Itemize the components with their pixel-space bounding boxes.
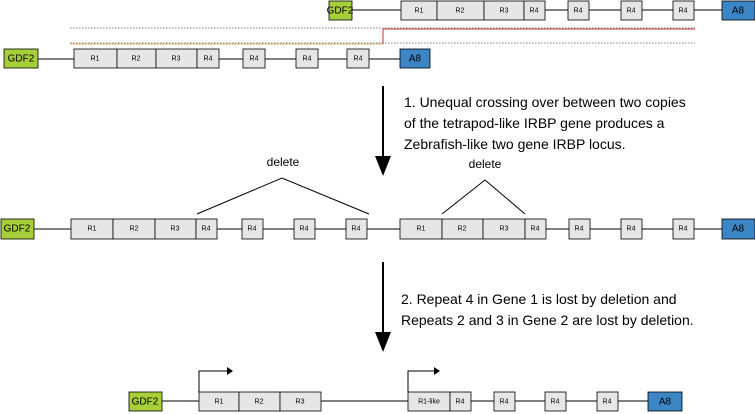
r4-box [567, 0, 590, 21]
a8-label: A8 [409, 54, 422, 65]
r4-label: R4 [352, 226, 361, 233]
r4-label: R4 [354, 56, 363, 63]
gdf2-box [128, 391, 163, 412]
r4-label: R4 [551, 399, 560, 406]
promoter-arrowhead-1 [227, 367, 233, 375]
r2-label: R2 [458, 226, 467, 233]
r4-box [524, 218, 547, 240]
r4-box [346, 48, 370, 69]
row-second-copy: GDF2 R1 R2 R3 R4 R4 R4 R4 A8 [3, 48, 431, 69]
r1-label: R1 [91, 56, 100, 63]
down-arrow-1 [375, 86, 391, 176]
delete-label-2: delete [469, 157, 502, 171]
gdf2-label: GDF2 [132, 397, 159, 408]
r4-box [523, 0, 546, 21]
step1-line1: 1. Unequal crossing over between two cop… [404, 94, 686, 110]
r4-box [568, 218, 591, 240]
r3-label: R3 [500, 226, 509, 233]
r4-label: R4 [500, 399, 509, 406]
r4-label: R4 [248, 226, 257, 233]
r2-label: R2 [132, 56, 141, 63]
a8-label: A8 [732, 6, 745, 17]
a8-label: A8 [732, 224, 745, 235]
r4-label: R4 [627, 226, 636, 233]
step2-line1: 2. Repeat 4 in Gene 1 is lost by deletio… [401, 291, 677, 307]
r4-box [345, 218, 368, 240]
r3-box [279, 391, 322, 412]
delete-bracket-1 [196, 177, 370, 215]
r2-label: R2 [456, 8, 465, 15]
r4-box [195, 218, 218, 240]
r4-box [596, 391, 619, 412]
r4-box [620, 218, 643, 240]
r1-label: R1 [417, 226, 426, 233]
gdf2-label: GDF2 [4, 224, 31, 235]
r4-label: R4 [679, 8, 688, 15]
r2-label: R2 [130, 226, 139, 233]
r4-label: R4 [575, 226, 584, 233]
promoter-arrow-1 [198, 370, 227, 392]
r4-box [620, 0, 643, 21]
r4-box [544, 391, 567, 412]
r4-label: R4 [603, 399, 612, 406]
delete-bracket-2 [441, 179, 526, 215]
down-arrow-2 [375, 262, 391, 352]
r4-label: R4 [574, 8, 583, 15]
row-two-gene-locus: GDF2 R1 R2 R3 R4 R4 R4 R4 R1 R2 R3 R4 R4… [0, 218, 755, 240]
r4-label: R4 [530, 8, 539, 15]
r4-box [242, 48, 266, 69]
step1-line2: of the tetrapod-like IRBP gene produces … [404, 115, 665, 131]
r4-box [449, 391, 472, 412]
r3-label: R3 [172, 56, 181, 63]
a8-box [399, 48, 431, 69]
a8-box [647, 391, 683, 412]
r3-label: R3 [296, 399, 305, 406]
r4-box [672, 0, 695, 21]
r4-box [672, 218, 695, 240]
r4-label: R4 [456, 399, 465, 406]
r3-label: R3 [500, 8, 509, 15]
gdf2-box [328, 0, 353, 21]
r4-box [295, 48, 319, 69]
r4-label: R4 [250, 56, 259, 63]
a8-box [721, 0, 755, 21]
promoter-arrowhead-2 [434, 367, 440, 375]
r1-label: R1 [215, 399, 224, 406]
row-final-locus: GDF2 R1 R2 R3 R1-like R4 R4 R4 R4 A8 [128, 367, 683, 412]
gdf2-label: GDF2 [327, 6, 354, 17]
step2-line2: Repeats 2 and 3 in Gene 2 are lost by de… [401, 312, 694, 328]
r4-label: R4 [202, 226, 211, 233]
r4-box [241, 218, 264, 240]
r4-label: R4 [627, 8, 636, 15]
a8-label: A8 [659, 397, 672, 408]
delete-label-1: delete [267, 155, 300, 169]
r4-label: R4 [679, 226, 688, 233]
r4-label: R4 [204, 56, 213, 63]
gdf2-box [3, 48, 39, 69]
r2-label: R2 [255, 399, 264, 406]
r3-label: R3 [171, 226, 180, 233]
r4-box [293, 218, 316, 240]
gdf2-box [0, 218, 35, 240]
r1-label: R1 [415, 8, 424, 15]
r4-label: R4 [300, 226, 309, 233]
r1-label: R1 [88, 226, 97, 233]
step1-line3: Zebrafish-like two gene IRBP locus. [404, 136, 626, 152]
r4-label: R4 [303, 56, 312, 63]
r4-box [493, 391, 516, 412]
r1-like-label: R1-like [418, 399, 440, 406]
promoter-arrow-2 [407, 370, 434, 392]
row-top-copy: GDF2 R1 R2 R3 R4 R4 R4 R4 A8 [70, 0, 755, 45]
gdf2-label: GDF2 [8, 54, 35, 65]
a8-box [721, 218, 755, 240]
r4-label: R4 [531, 226, 540, 233]
r4-box [196, 48, 220, 69]
